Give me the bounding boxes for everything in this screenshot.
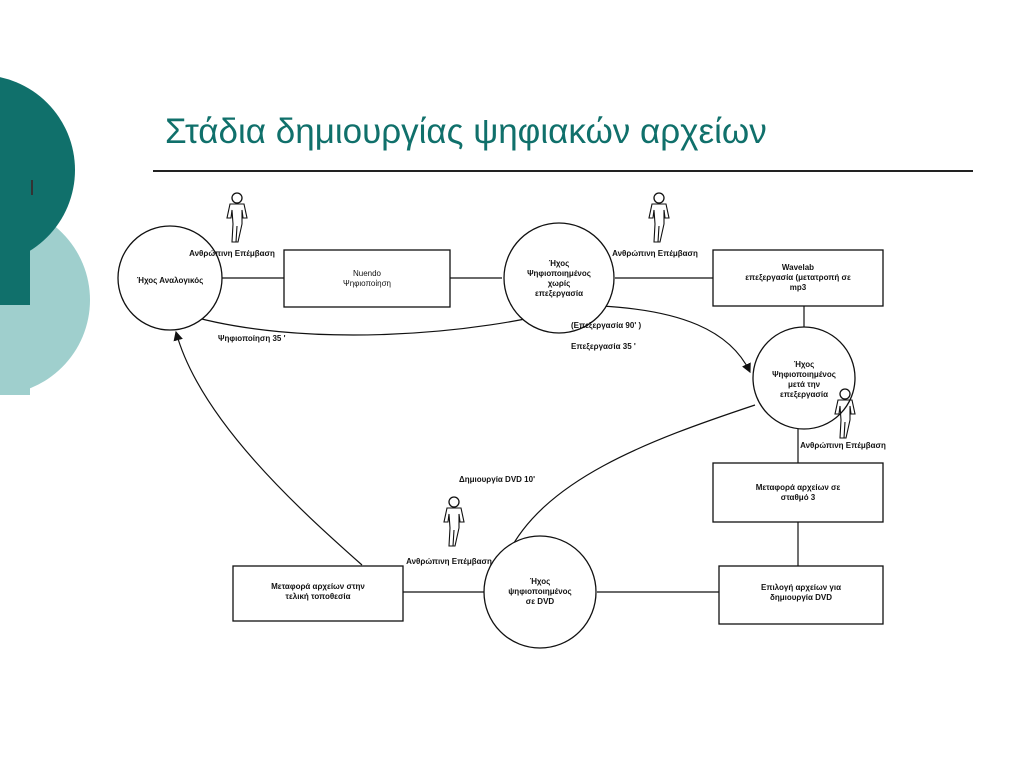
node-line: mp3 bbox=[790, 283, 807, 292]
node-transfer-station3: Μεταφορά αρχείων σε σταθμό 3 bbox=[712, 462, 884, 523]
actor-label: Ανθρώπινη Επέμβαση bbox=[406, 557, 492, 566]
node-line: Ήχος bbox=[794, 360, 815, 369]
node-line: Ψηφιοποιημένος bbox=[772, 370, 836, 379]
person-icon bbox=[443, 496, 465, 547]
edge-label-digitization: Ψηφιοποίηση 35 ' bbox=[218, 334, 286, 343]
person-icon bbox=[226, 192, 248, 243]
node-line: Ψηφιοποίηση bbox=[343, 279, 391, 288]
page-title: Στάδια δημιουργίας ψηφιακών αρχείων bbox=[165, 112, 767, 151]
flow-arrows bbox=[173, 304, 756, 566]
node-line: Ήχος bbox=[549, 259, 570, 268]
edge-label-dvd-creation: Δημιουργία DVD 10' bbox=[459, 475, 535, 484]
node-line: σε DVD bbox=[526, 597, 555, 606]
node-line: Wavelab bbox=[782, 263, 814, 272]
edge-label-processing-35: Επεξεργασία 35 ' bbox=[571, 342, 636, 351]
node-digitized-dvd: Ήχος ψηφιοποιημένος σε DVD bbox=[483, 535, 597, 649]
node-line: επεξεργασία bbox=[780, 390, 828, 399]
node-line: χωρίς bbox=[548, 279, 571, 288]
edge-label-processing-90: (Επεξεργασία 90' ) bbox=[571, 321, 641, 330]
node-line: σταθμό 3 bbox=[781, 493, 816, 502]
node-select-files-dvd: Επιλογή αρχείων για δημιουργία DVD bbox=[718, 565, 884, 625]
node-line: δημιουργία DVD bbox=[770, 593, 832, 602]
node-digitized-unprocessed: Ήχος Ψηφιοποιημένος χωρίς επεξεργασία bbox=[503, 222, 615, 334]
person-icon bbox=[648, 192, 670, 243]
node-line: Ήχος bbox=[530, 577, 551, 586]
node-wavelab: Wavelab επεξεργασία (μετατροπή σε mp3 bbox=[712, 249, 884, 307]
node-line: Μεταφορά αρχείων σε bbox=[756, 483, 841, 492]
node-line: ψηφιοποιημένος bbox=[508, 587, 571, 596]
decorative-circles bbox=[0, 77, 90, 395]
node-line: τελική τοποθεσία bbox=[285, 592, 350, 601]
actor-label: Ανθρώπινη Επέμβαση bbox=[612, 249, 698, 258]
node-line: μετά την bbox=[788, 380, 821, 389]
node-line: Μεταφορά αρχείων στην bbox=[271, 582, 365, 591]
node-transfer-final: Μεταφορά αρχείων στην τελική τοποθεσία bbox=[232, 565, 404, 622]
node-digitized-processed: Ήχος Ψηφιοποιημένος μετά την επεξεργασία bbox=[752, 326, 856, 430]
node-line: Ψηφιοποιημένος bbox=[527, 269, 591, 278]
node-line: επεξεργασία bbox=[535, 289, 583, 298]
node-analog-sound-label: Ήχος Αναλογικός bbox=[137, 276, 204, 285]
node-line: επεξεργασία (μετατροπή σε bbox=[745, 273, 851, 282]
node-analog-sound: Ήχος Αναλογικός bbox=[117, 225, 223, 331]
actor-label: Ανθρώπινη Επέμβαση bbox=[189, 249, 275, 258]
actor-label: Ανθρώπινη Επέμβαση bbox=[800, 441, 886, 450]
node-line: Επιλογή αρχείων για bbox=[761, 583, 841, 592]
title-divider bbox=[153, 170, 973, 172]
node-line: Nuendo bbox=[353, 269, 382, 278]
node-nuendo: Nuendo Ψηφιοποίηση bbox=[283, 249, 451, 308]
